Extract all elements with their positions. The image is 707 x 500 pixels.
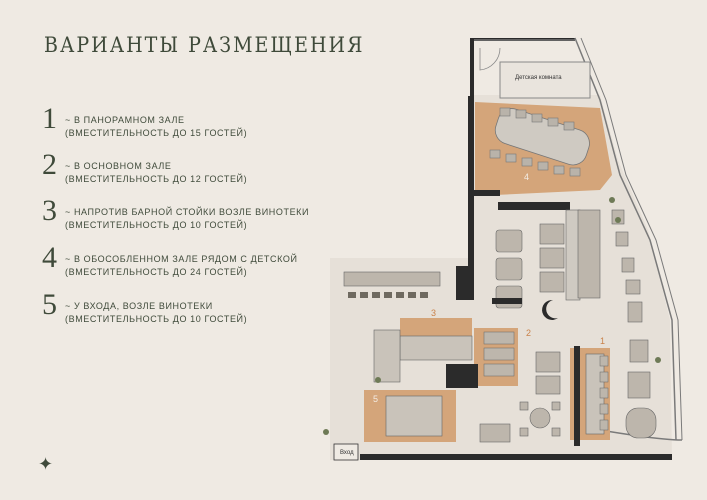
counter [577,209,601,299]
small-tables [611,209,657,439]
option-capacity: (ВМЕСТИТЕЛЬНОСТЬ ДО 10 ГОСТЕЙ) [65,314,248,324]
booths-zone-2 [483,331,515,377]
round-tables [479,351,561,443]
option-title: ~ У ВХОДА, ВОЗЛЕ ВИНОТЕКИ [65,301,213,311]
wall [498,202,570,210]
option-number: 2 [42,148,57,181]
plant-icons [323,197,661,435]
entrance-label: Вход [340,450,354,456]
table-zone-5 [385,395,443,437]
zone-label-1: 1 [600,336,605,346]
zone-label-3: 3 [431,308,436,318]
option-capacity: (ВМЕСТИТЕЛЬНОСТЬ ДО 24 ГОСТЕЙ) [65,267,248,277]
outer-wall [360,454,672,460]
bar-counter [343,271,441,287]
option-title: ~ НАПРОТИВ БАРНОЙ СТОЙКИ ВОЗЛЕ ВИНОТЕКИ [65,207,310,217]
glass-wall [580,37,683,441]
zone-label-5: 5 [373,394,378,404]
kids-room-label: Детская комната [515,75,562,81]
glass-wall [574,37,677,441]
outer-wall [470,38,474,98]
bar-structure [373,329,401,383]
outer-wall [599,429,683,441]
option-number: 4 [42,241,57,274]
wall [492,298,522,304]
bar-island [399,335,473,361]
wall [470,190,500,196]
wall [574,346,580,446]
option-number: 3 [42,194,57,227]
chairs-zone-1 [599,355,609,431]
page-title: ВАРИАНТЫ РАЗМЕЩЕНИЯ [44,32,365,58]
column [456,266,474,300]
option-capacity: (ВМЕСТИТЕЛЬНОСТЬ ДО 12 ГОСТЕЙ) [65,174,248,184]
option-title: ~ В ОСНОВНОМ ЗАЛЕ [65,161,172,171]
option-number: 5 [42,288,57,321]
zone-label-2: 2 [526,328,531,338]
option-capacity: (ВМЕСТИТЕЛЬНОСТЬ ДО 10 ГОСТЕЙ) [65,220,248,230]
option-title: ~ В ПАНОРАМНОМ ЗАЛЕ [65,115,185,125]
option-number: 1 [42,102,57,135]
wall [446,364,478,388]
crescent-icon [542,299,558,320]
option-capacity: (ВМЕСТИТЕЛЬНОСТЬ ДО 15 ГОСТЕЙ) [65,128,248,138]
chairs-zone-4 [489,107,581,177]
star-icon: ✦ [38,454,54,474]
bar-stools [348,292,428,298]
kids-room [499,61,591,99]
option-title: ~ В ОБОСОБЛЕННОМ ЗАЛЕ РЯДОМ С ДЕТСКОЙ [65,254,298,264]
entrance-door [333,443,359,461]
wall [468,96,474,266]
zone-label-4: 4 [524,172,529,182]
